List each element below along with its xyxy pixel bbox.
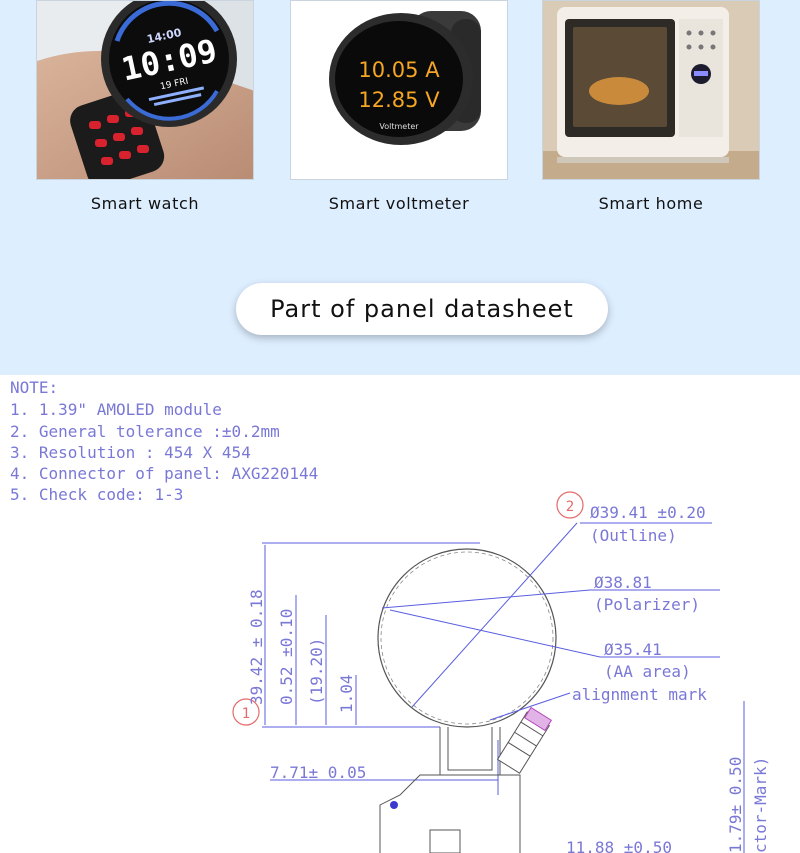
section-title: Part of panel datasheet	[236, 283, 608, 335]
smart-home-caption: Smart home	[598, 194, 704, 213]
svg-text:1.04: 1.04	[337, 674, 356, 713]
svg-text:Ø39.41 ±0.20: Ø39.41 ±0.20	[590, 503, 706, 522]
smart-voltmeter-card: 10.05 A 12.85 V Voltmeter	[290, 0, 508, 180]
svg-text:12.85 V: 12.85 V	[358, 88, 440, 112]
note-heading: NOTE:	[10, 378, 59, 397]
svg-text:(Polarizer): (Polarizer)	[594, 595, 700, 614]
svg-text:7.71± 0.05: 7.71± 0.05	[270, 763, 366, 782]
svg-text:alignment mark: alignment mark	[572, 685, 707, 704]
svg-text:(Outline): (Outline)	[590, 526, 677, 545]
panel-datasheet: NOTE: 1. 1.39" AMOLED module 2. General …	[0, 375, 800, 853]
smart-voltmeter-image: 10.05 A 12.85 V Voltmeter	[291, 1, 507, 179]
svg-text:2: 2	[566, 499, 574, 515]
smart-voltmeter-caption: Smart voltmeter	[328, 194, 470, 213]
svg-text:Ø35.41: Ø35.41	[604, 640, 662, 659]
svg-text:Voltmeter: Voltmeter	[379, 122, 419, 131]
svg-text:0.52 ±0.10: 0.52 ±0.10	[277, 609, 296, 705]
note-item: 4. Connector of panel: AXG220144	[10, 464, 319, 483]
svg-text:(AA area): (AA area)	[604, 662, 691, 681]
note-item: 3. Resolution : 454 X 454	[10, 443, 251, 462]
smart-home-image	[543, 1, 759, 179]
smart-watch-image: 14:00 10:09 19 FRI	[37, 1, 253, 179]
svg-text:(19.20): (19.20)	[307, 638, 326, 705]
svg-text:10.05 A: 10.05 A	[358, 58, 440, 82]
smart-watch-caption: Smart watch	[90, 194, 200, 213]
svg-text:1: 1	[242, 706, 250, 722]
smart-watch-card: 14:00 10:09 19 FRI	[36, 0, 254, 180]
smart-home-card	[542, 0, 760, 180]
svg-text:1.79± 0.50: 1.79± 0.50	[726, 757, 745, 853]
svg-text:ctor-Mark): ctor-Mark)	[751, 757, 770, 853]
mechanical-drawing: 1 2 Ø39.41 ±0.20 (Outline) Ø38.81 (Polar…	[232, 491, 770, 853]
note-item: 5. Check code: 1-3	[10, 485, 184, 504]
note-item: 1. 1.39" AMOLED module	[10, 400, 222, 419]
note-item: 2. General tolerance :±0.2mm	[10, 422, 280, 441]
product-showcase: 14:00 10:09 19 FRI Smart watch 10.05 A 1…	[0, 0, 800, 375]
svg-text:39.42 ± 0.18: 39.42 ± 0.18	[247, 589, 266, 705]
svg-text:11.88 ±0.50: 11.88 ±0.50	[566, 838, 672, 853]
svg-text:Ø38.81: Ø38.81	[594, 573, 652, 592]
